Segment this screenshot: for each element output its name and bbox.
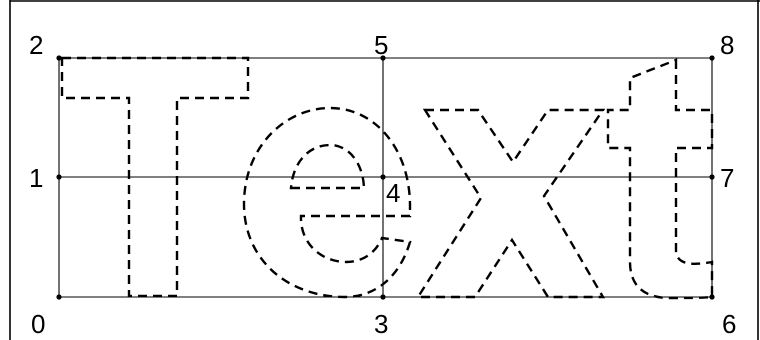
anchor-dot-4 [380, 174, 386, 180]
glyph-T-outline [60, 56, 250, 298]
anchor-dot-1 [56, 174, 62, 180]
anchor-dot-6 [709, 294, 715, 300]
anchor-dot-2 [56, 55, 62, 61]
word-outline [60, 56, 714, 300]
anchor-label-7: 7 [720, 163, 734, 193]
anchor-label-5: 5 [374, 30, 388, 60]
anchor-label-6: 6 [722, 309, 736, 339]
anchor-label-1: 1 [29, 163, 43, 193]
anchor-markers: 0 1 2 3 4 5 6 7 8 [29, 30, 736, 339]
anchor-label-8: 8 [720, 30, 734, 60]
anchor-label-4: 4 [386, 178, 400, 208]
anchor-dot-7 [709, 174, 715, 180]
anchor-label-3: 3 [374, 309, 388, 339]
glyph-t-outline [606, 58, 714, 300]
anchor-dot-3 [380, 294, 386, 300]
anchor-dot-5 [380, 55, 386, 61]
frame [9, 0, 760, 340]
glyph-e-outer-outline [242, 106, 412, 299]
anchor-label-2: 2 [29, 30, 43, 60]
glyph-x-outline [415, 108, 606, 299]
glyph-e-counter-outline [289, 143, 366, 190]
anchor-dot-0 [56, 294, 62, 300]
anchor-label-0: 0 [31, 309, 45, 339]
anchor-dot-8 [709, 55, 715, 61]
